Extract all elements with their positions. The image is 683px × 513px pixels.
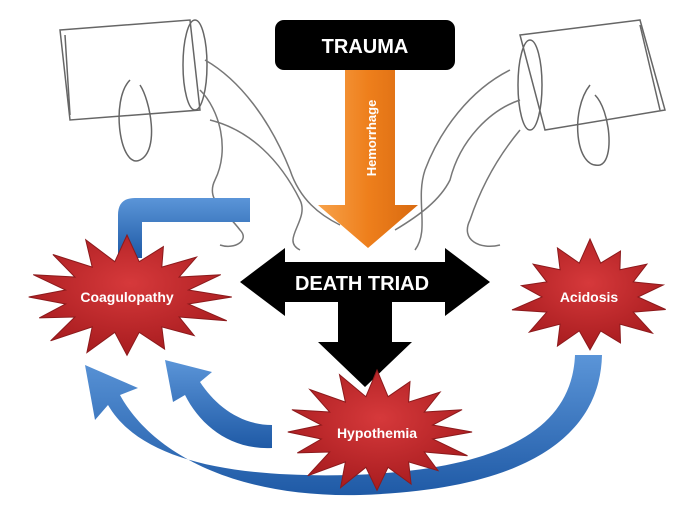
coagulopathy-label: Coagulopathy [80, 289, 174, 305]
hemorrhage-arrow [318, 70, 418, 248]
hypothermia-starburst [287, 368, 473, 492]
hypothermia-label: Hypothemia [337, 425, 417, 441]
coagulopathy-starburst [28, 233, 232, 357]
acidosis-label: Acidosis [560, 289, 619, 305]
cycle-arrows [85, 198, 602, 496]
trauma-label: TRAUMA [322, 36, 409, 58]
acidosis-starburst [511, 237, 666, 351]
bucket-left-icon [59, 19, 341, 251]
bucket-right-icon [394, 19, 666, 251]
acidosis-to-coagulopathy-arrow [85, 355, 602, 496]
hypothermia-to-coagulopathy-arrow [165, 360, 272, 449]
coagulopathy-feedback-hook-arrow [118, 198, 250, 258]
trauma-box [275, 20, 455, 70]
hemorrhage-label: Hemorrhage [364, 100, 379, 177]
death-triad-arrow [240, 248, 490, 387]
death-triad-label: DEATH TRIAD [295, 273, 429, 295]
